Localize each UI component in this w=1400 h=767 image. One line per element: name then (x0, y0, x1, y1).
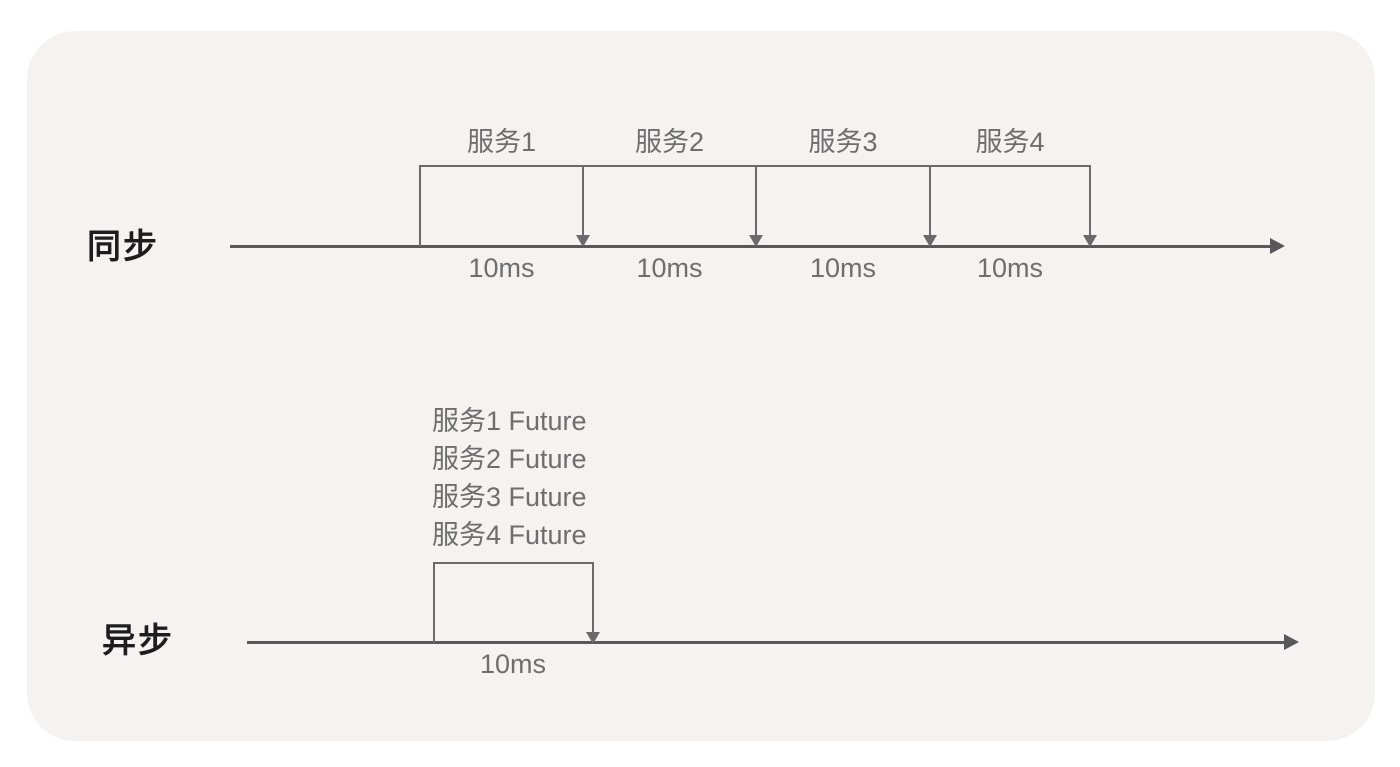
down-arrow-icon (923, 165, 937, 247)
arrow-head (749, 235, 763, 247)
service-name-label: 服务4 (975, 127, 1045, 157)
arrow-head (586, 632, 600, 644)
duration-label: 10ms (809, 253, 877, 283)
arrow-head (1083, 235, 1097, 247)
down-arrow-icon (576, 165, 590, 247)
async-down-arrow-icon (586, 562, 600, 644)
sync-timeline-arrowhead-icon (1270, 238, 1285, 254)
sync-bracket-startline (419, 165, 421, 247)
future-label: 服务3 Future (432, 482, 587, 512)
arrow-shaft (592, 562, 594, 632)
sync-row-title: 同步 (87, 228, 159, 266)
async-bracket-topline (433, 562, 593, 564)
duration-label: 10ms (976, 253, 1044, 283)
future-label: 服务4 Future (432, 520, 587, 550)
async-row-title: 异步 (102, 622, 174, 660)
arrow-shaft (929, 165, 931, 235)
sync-segment-3: 服务3 10ms (756, 31, 937, 331)
sync-segment-4: 服务4 10ms (930, 31, 1097, 331)
duration-label: 10ms (468, 253, 535, 283)
arrow-head (923, 235, 937, 247)
service-name-label: 服务3 (808, 127, 878, 157)
async-timeline (247, 641, 1284, 644)
down-arrow-icon (1083, 165, 1097, 247)
arrow-head (576, 235, 590, 247)
arrow-shaft (1089, 165, 1091, 235)
sync-segment-1: 服务1 10ms (420, 31, 590, 331)
async-timeline-arrowhead-icon (1284, 634, 1299, 650)
sync-segment-2: 服务2 10ms (583, 31, 763, 331)
service-name-label: 服务1 (466, 127, 537, 157)
duration-label: 10ms (636, 253, 703, 283)
arrow-shaft (582, 165, 584, 235)
future-label: 服务2 Future (432, 444, 587, 474)
future-label: 服务1 Future (432, 406, 587, 436)
down-arrow-icon (749, 165, 763, 247)
duration-label: 10ms (479, 649, 547, 679)
service-name-label: 服务2 (634, 127, 705, 157)
async-bracket-startline (433, 562, 435, 643)
future-labels: 服务1 Future 服务2 Future 服务3 Future 服务4 Fut… (432, 402, 587, 554)
arrow-shaft (755, 165, 757, 235)
diagram-card: 同步 服务1 10ms 服务2 10ms 服务3 (27, 31, 1375, 741)
